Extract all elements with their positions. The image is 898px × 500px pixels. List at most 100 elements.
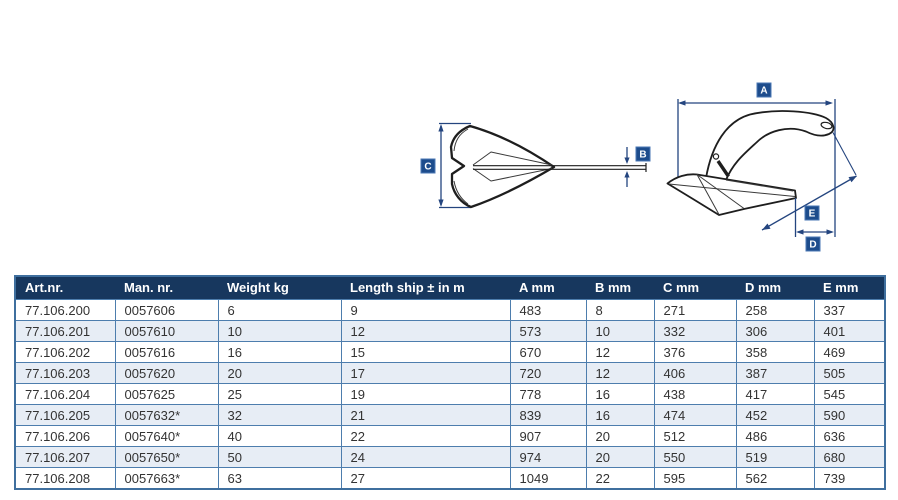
table-cell: 77.106.201 (14, 320, 116, 342)
dimension-e-extension (832, 132, 857, 176)
table-cell: 77.106.200 (14, 299, 116, 321)
table-cell: 40 (217, 425, 342, 447)
table-cell: 19 (340, 383, 511, 405)
dimension-e-line (761, 175, 857, 231)
table-cell: 519 (735, 446, 815, 468)
table-cell: 680 (813, 446, 886, 468)
table-cell: 16 (585, 383, 655, 405)
table-cell: 63 (217, 467, 342, 490)
table-cell: 376 (653, 341, 737, 363)
fluke-ridge-upper (472, 151, 553, 166)
table-cell: 16 (217, 341, 342, 363)
fluke-facet-4 (725, 179, 794, 192)
table-cell: 271 (653, 299, 737, 321)
anchor-side-view-drawing (666, 110, 835, 216)
fluke-facet-1 (696, 174, 745, 209)
anchor-top-view-diagram: C B (420, 122, 651, 209)
table-cell: 21 (340, 404, 511, 426)
dimension-c-label-box (420, 158, 436, 174)
table-cell: 77.106.204 (14, 383, 116, 405)
dimension-e: E (761, 132, 857, 231)
arrow-right-icon (825, 100, 833, 106)
table-cell: 739 (813, 467, 886, 490)
arrow-left-icon (678, 100, 686, 106)
table-cell: 1049 (509, 467, 587, 490)
dimension-d: D (794, 198, 834, 252)
column-header: Art.nr. (15, 276, 115, 300)
table-cell: 595 (653, 467, 737, 490)
arrow-right-icon (826, 229, 834, 235)
table-cell: 0057610 (114, 320, 219, 342)
table-cell: 77.106.203 (14, 362, 116, 384)
table-cell: 9 (340, 299, 511, 321)
table-cell: 0057640* (114, 425, 219, 447)
column-header: Weight kg (218, 276, 341, 300)
table-cell: 839 (509, 404, 587, 426)
pin-ring (712, 153, 720, 160)
table-cell: 562 (735, 467, 815, 490)
table-cell: 0057625 (114, 383, 219, 405)
table-cell: 22 (585, 467, 655, 490)
table-cell: 452 (735, 404, 815, 426)
anchor-side-view-diagram: A E D (666, 82, 857, 252)
table-cell: 505 (813, 362, 886, 384)
table-cell: 258 (735, 299, 815, 321)
table-cell: 16 (585, 404, 655, 426)
table-cell: 12 (585, 341, 655, 363)
table-cell: 401 (813, 320, 886, 342)
table-cell: 358 (735, 341, 815, 363)
arrow-up-icon (624, 171, 630, 178)
pin-bar (716, 160, 730, 178)
dimension-c-label: C (424, 162, 431, 173)
table-cell: 550 (653, 446, 737, 468)
dimension-a-label-box (756, 82, 772, 98)
dimension-a-label: A (760, 86, 767, 97)
table-cell: 0057620 (114, 362, 219, 384)
fluke-ridge-lower (472, 168, 553, 182)
table-cell: 0057663* (114, 467, 219, 490)
table-cell: 0057616 (114, 341, 219, 363)
table-cell: 417 (735, 383, 815, 405)
table-cell: 474 (653, 404, 737, 426)
dimension-c: C (420, 122, 471, 209)
anchor-top-view-drawing (449, 124, 647, 209)
table-cell: 17 (340, 362, 511, 384)
table-cell: 32 (217, 404, 342, 426)
dimension-d-label-box (805, 236, 821, 252)
table-cell: 15 (340, 341, 511, 363)
arrow-down-icon (624, 157, 630, 164)
table-cell: 0057632* (114, 404, 219, 426)
table-cell: 20 (585, 446, 655, 468)
arrow-down-icon (438, 199, 444, 207)
table-cell: 77.106.205 (14, 404, 116, 426)
table-cell: 12 (340, 320, 511, 342)
dimension-e-label-box (804, 205, 820, 221)
fluke-outline (449, 124, 556, 209)
dimension-b: B (624, 146, 651, 187)
shackle-slot (820, 121, 833, 130)
dimension-d-label: D (809, 240, 816, 251)
table-cell: 27 (340, 467, 511, 490)
table-cell: 337 (813, 299, 886, 321)
table-cell: 0057606 (114, 299, 219, 321)
column-header: E mm (814, 276, 885, 300)
dimension-b-label: B (639, 150, 646, 161)
table-cell: 907 (509, 425, 587, 447)
table-cell: 670 (509, 341, 587, 363)
column-header: C mm (654, 276, 736, 300)
table-cell: 50 (217, 446, 342, 468)
fluke-facet-2 (696, 174, 720, 215)
dimension-b-label-box (635, 146, 651, 162)
table-cell: 77.106.202 (14, 341, 116, 363)
arrow-down-left-icon (762, 223, 771, 230)
